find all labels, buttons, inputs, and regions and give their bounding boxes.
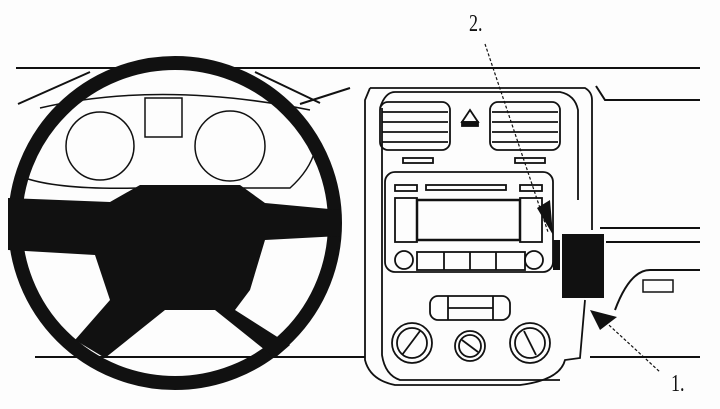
device-holder bbox=[553, 234, 674, 298]
pointer-1 bbox=[597, 314, 661, 373]
arrowhead-2 bbox=[537, 200, 553, 235]
center-console bbox=[364, 87, 593, 386]
pointer-2 bbox=[484, 43, 549, 233]
steering-wheel bbox=[8, 56, 342, 390]
label-1: 1. bbox=[671, 371, 685, 397]
arrowhead-1 bbox=[590, 310, 617, 330]
radio-unit bbox=[384, 171, 554, 273]
label-2: 2. bbox=[469, 11, 483, 37]
